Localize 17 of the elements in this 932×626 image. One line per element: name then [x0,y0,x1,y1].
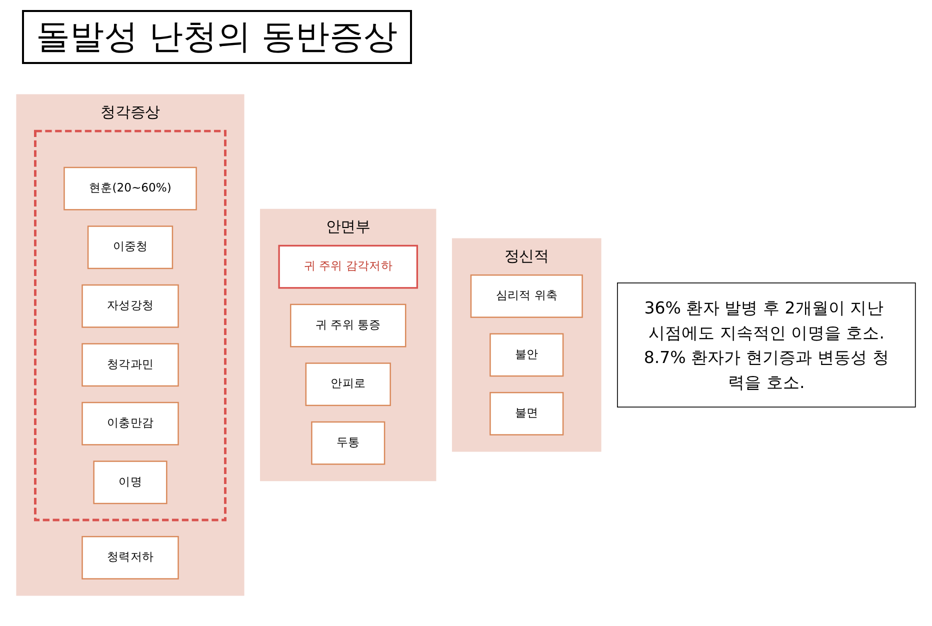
diagram-title: 돌발성 난청의 동반증상 [22,10,412,64]
node-box: 현훈(20~60%) [64,166,197,210]
node-box: 이명 [93,460,168,504]
node-box: 귀 주위 감각저하 [278,244,418,289]
node-box: 이충만감 [82,402,179,446]
node-box: 자성강청 [82,284,179,328]
node-box: 심리적 위축 [470,274,583,318]
cluster [34,130,226,522]
node-box: 귀 주위 통증 [290,304,406,348]
node-box: 청각과민 [82,343,179,387]
node-box: 불안 [490,333,564,377]
node-box: 두통 [311,421,386,465]
node-box: 안피로 [305,362,391,406]
node-box: 36% 환자 발병 후 2개월이 지난 시점에도 지속적인 이명을 호소. 8.7% 환자가 현기증과 변동성 청력을 호소. [617,282,916,408]
node-box: 청력저하 [82,536,179,580]
node-box: 불면 [490,392,564,436]
node-box: 이중청 [87,226,174,270]
